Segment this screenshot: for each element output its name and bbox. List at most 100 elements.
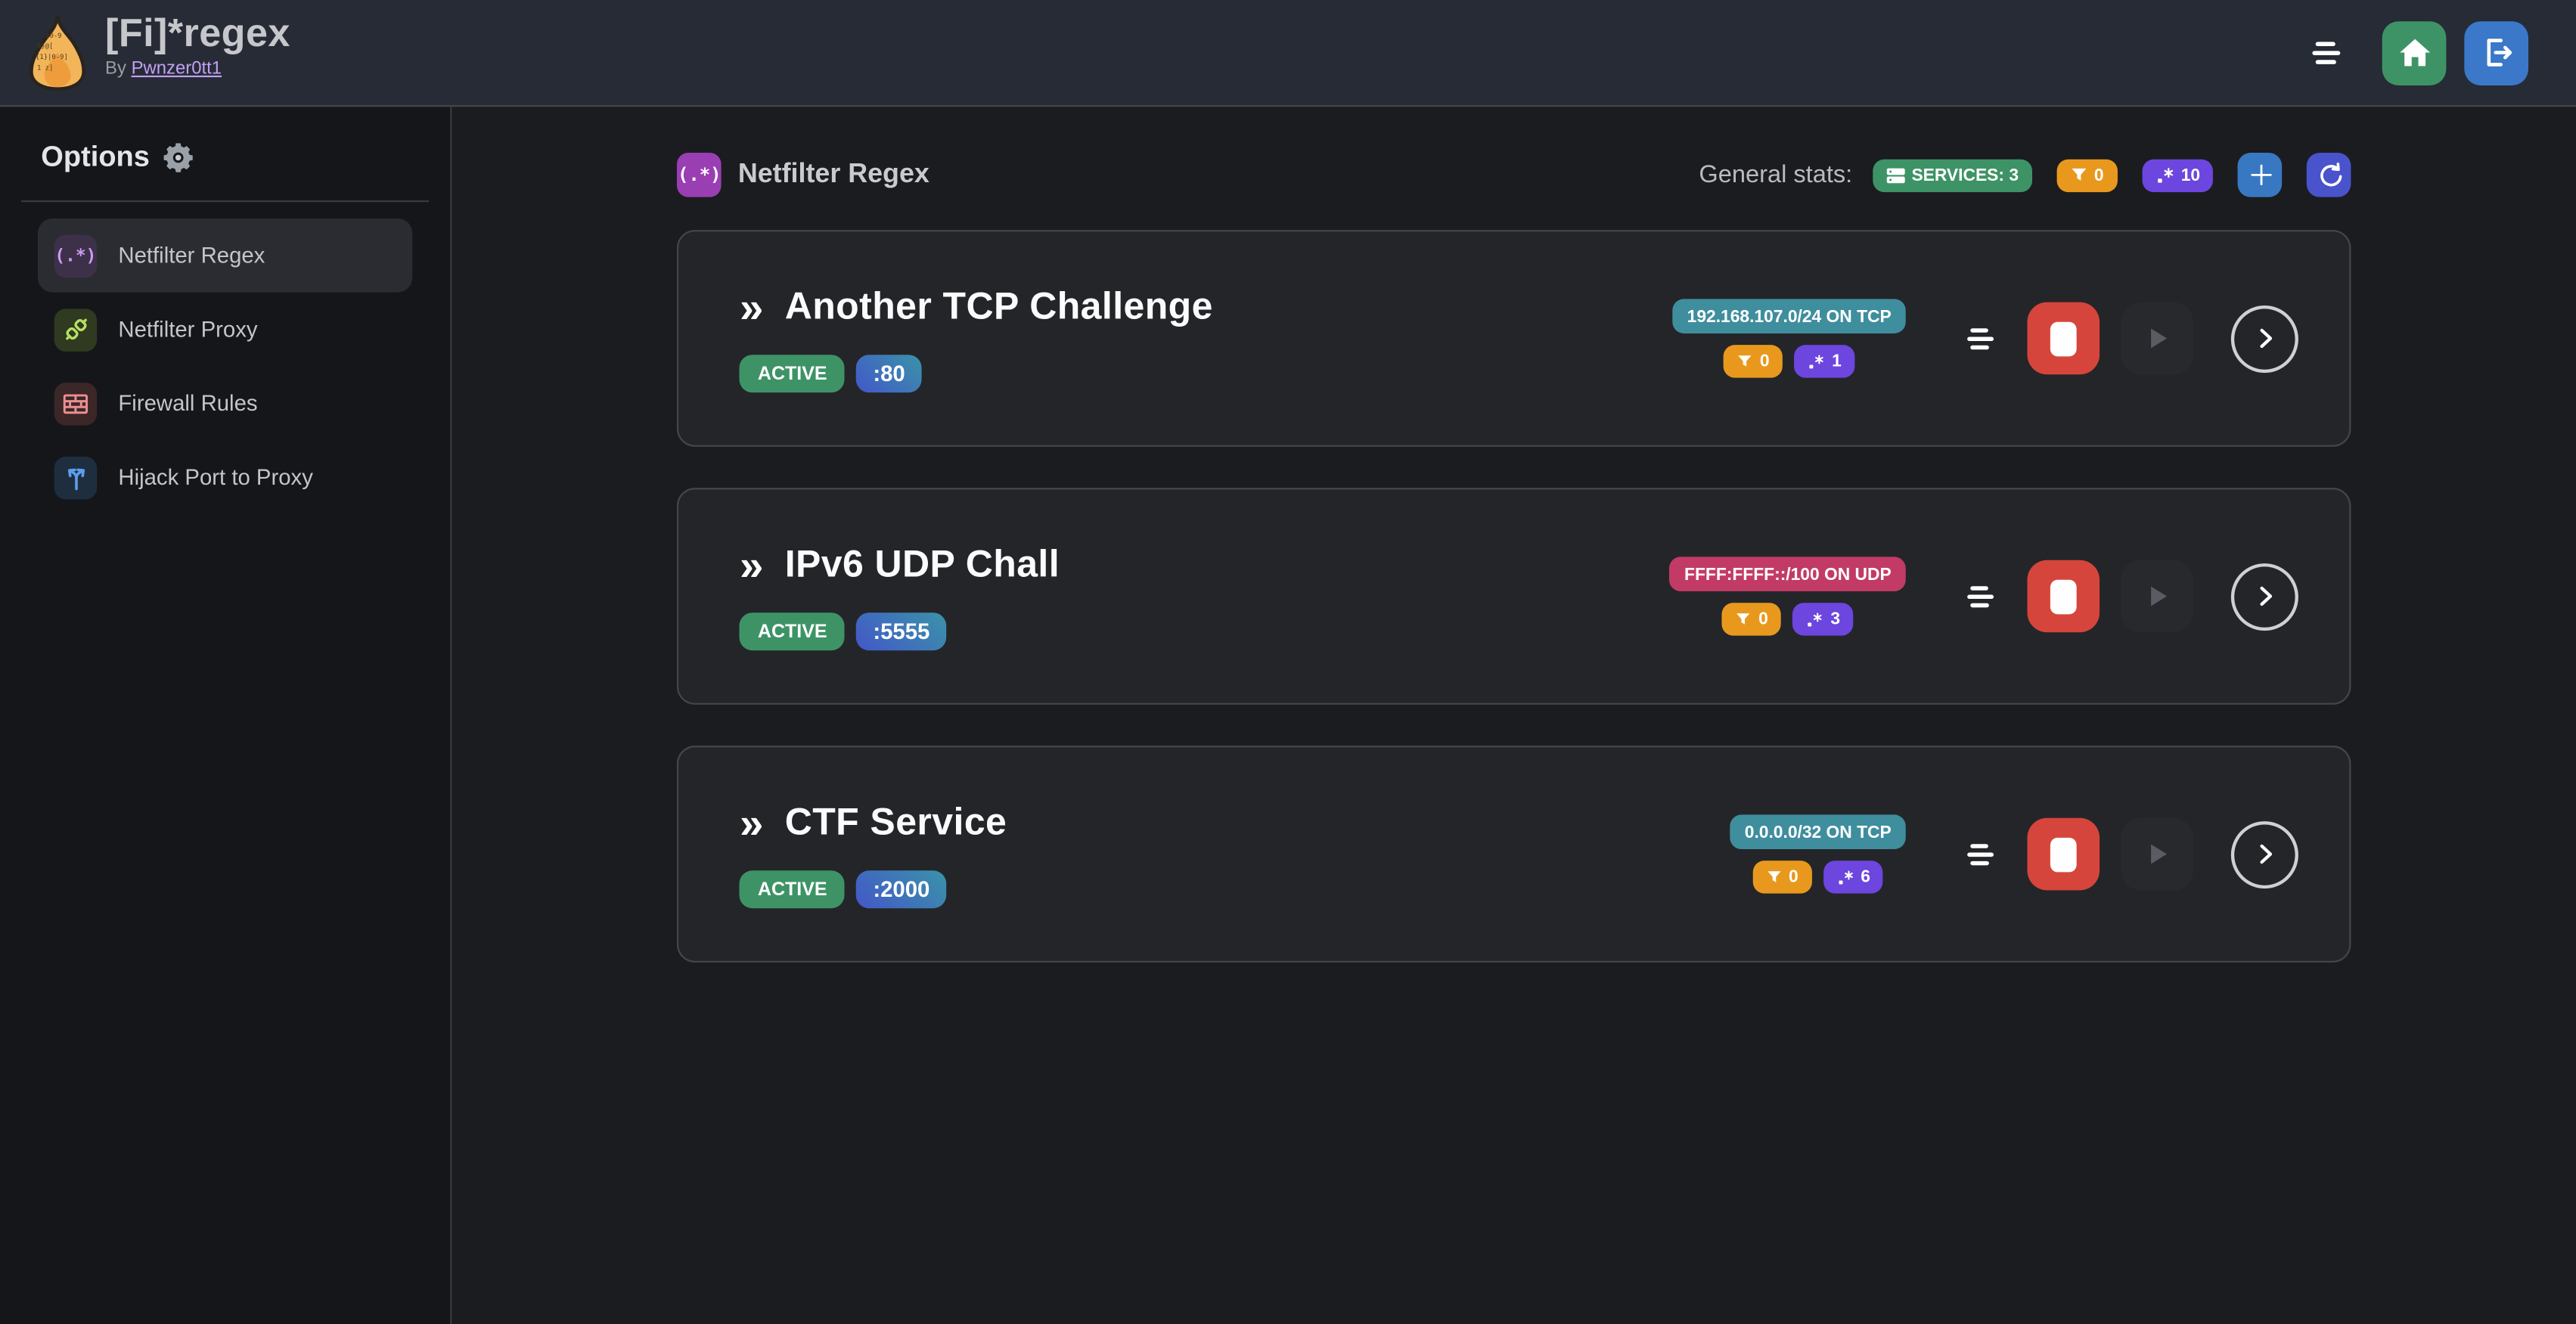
sidebar-header: Options xyxy=(0,105,450,174)
funnel-icon xyxy=(1736,613,1751,625)
stop-icon xyxy=(2050,321,2078,356)
filters-count-badge: 0 xyxy=(2056,158,2118,192)
brick-wall-icon xyxy=(54,382,98,425)
app-title: [Fi]*regex xyxy=(105,11,290,56)
services-count-badge: SERVICES: 3 xyxy=(1872,158,2032,192)
stop-icon xyxy=(2050,836,2078,872)
stop-service-button[interactable] xyxy=(2028,817,2100,891)
author-link[interactable]: Pwnzer0tt1 xyxy=(131,58,222,79)
service-card: » Another TCP Challenge ACTIVE :80 192.1… xyxy=(677,230,2351,447)
service-card-left: » CTF Service ACTIVE :2000 xyxy=(679,797,1007,909)
chevron-right-icon xyxy=(2259,844,2272,864)
byline-prefix: By xyxy=(105,58,126,79)
regex-star-icon xyxy=(1808,612,1823,626)
stop-service-button[interactable] xyxy=(2028,302,2100,375)
service-list: » Another TCP Challenge ACTIVE :80 192.1… xyxy=(677,230,2351,963)
sidebar-item-netfilter-regex[interactable]: (.*) Netfilter Regex xyxy=(37,218,413,293)
open-service-button[interactable] xyxy=(2231,820,2299,888)
sidebar-item-firewall-rules[interactable]: Firewall Rules xyxy=(38,366,412,440)
service-card-actions: 192.168.107.0/24 ON TCP 0 xyxy=(1672,299,2350,378)
sidebar-item-netfilter-proxy[interactable]: Netfilter Proxy xyxy=(38,293,412,367)
start-service-button[interactable] xyxy=(2121,817,2194,891)
sidebar-item-label: Hijack Port to Proxy xyxy=(118,464,313,490)
status-badge: ACTIVE xyxy=(740,355,846,393)
logout-button[interactable] xyxy=(2464,20,2529,85)
status-badge: ACTIVE xyxy=(740,612,846,651)
menu-icon[interactable] xyxy=(2303,30,2348,75)
service-filter-badge: 0 xyxy=(1724,345,1783,378)
service-menu-icon[interactable] xyxy=(1959,832,2003,876)
svg-text:{1}|0-9]: {1}|0-9] xyxy=(36,54,68,61)
sidebar-nav: (.*) Netfilter Regex Netfilter Proxy xyxy=(37,218,413,514)
svg-text:1 z]: 1 z] xyxy=(37,65,53,73)
sidebar-header-label: Options xyxy=(41,139,150,173)
service-stats: FFFF:FFFF::/100 ON UDP 0 xyxy=(1669,557,1907,636)
add-service-button[interactable] xyxy=(2238,153,2283,197)
double-chevron-icon: » xyxy=(740,797,764,847)
regex-icon: (.*) xyxy=(54,234,98,278)
play-icon xyxy=(2151,328,2168,349)
service-name: IPv6 UDP Chall xyxy=(784,541,1060,585)
chevron-right-icon xyxy=(2259,586,2272,606)
service-menu-icon[interactable] xyxy=(1959,316,2003,361)
service-stats: 192.168.107.0/24 ON TCP 0 xyxy=(1672,299,1907,378)
service-name: Another TCP Challenge xyxy=(784,284,1213,327)
service-regex-badge: 3 xyxy=(1792,603,1854,636)
plug-link-icon xyxy=(54,308,98,351)
port-badge: :5555 xyxy=(856,612,947,651)
service-card: » IPv6 UDP Chall ACTIVE :5555 FFFF:FFFF:… xyxy=(677,488,2351,705)
funnel-icon xyxy=(2071,168,2086,181)
refresh-button[interactable] xyxy=(2307,153,2351,197)
stop-icon xyxy=(2050,578,2078,614)
service-card: » CTF Service ACTIVE :2000 0.0.0.0/32 ON… xyxy=(677,746,2351,963)
open-service-button[interactable] xyxy=(2231,304,2299,373)
sidebar: Options (.*) Netfilter Regex xyxy=(0,105,452,1324)
regex-star-icon xyxy=(2157,166,2173,182)
section-header: (.*) Netfilter Regex General stats: SERV… xyxy=(677,153,2351,197)
logout-icon xyxy=(2486,39,2512,67)
stop-service-button[interactable] xyxy=(2028,560,2100,633)
regex-star-icon xyxy=(1838,870,1852,884)
service-card-left: » Another TCP Challenge ACTIVE :80 xyxy=(679,281,1213,393)
main-content: (.*) Netfilter Regex General stats: SERV… xyxy=(452,105,2576,1324)
page-title: Netfilter Regex xyxy=(737,159,930,189)
service-filter-badge: 0 xyxy=(1752,860,1812,894)
topbar: -z0-9 0}@[ {1}|0-9] 1 z] [Fi]*regex By P… xyxy=(0,0,2576,107)
home-button[interactable] xyxy=(2382,20,2447,85)
service-card-actions: FFFF:FFFF::/100 ON UDP 0 xyxy=(1669,557,2349,636)
app-title-block: [Fi]*regex By Pwnzer0tt1 xyxy=(105,11,290,78)
status-badge: ACTIVE xyxy=(740,870,846,909)
regex-section-icon: (.*) xyxy=(677,153,722,197)
double-chevron-icon: » xyxy=(740,281,764,331)
start-service-button[interactable] xyxy=(2121,560,2194,633)
fork-arrows-icon xyxy=(54,455,98,499)
open-service-button[interactable] xyxy=(2231,562,2299,631)
address-badge: 192.168.107.0/24 ON TCP xyxy=(1672,299,1907,333)
sidebar-divider xyxy=(21,200,429,203)
play-icon xyxy=(2151,586,2168,606)
sidebar-item-hijack-port[interactable]: Hijack Port to Proxy xyxy=(38,440,412,514)
service-card-left: » IPv6 UDP Chall ACTIVE :5555 xyxy=(679,541,1060,651)
svg-text:0}@[: 0}@[ xyxy=(37,43,53,51)
service-stats: 0.0.0.0/32 ON TCP 0 xyxy=(1730,814,1907,894)
address-badge: FFFF:FFFF::/100 ON UDP xyxy=(1669,557,1907,591)
sidebar-item-label: Netfilter Proxy xyxy=(118,317,258,342)
general-stats-label: General stats: xyxy=(1699,160,1853,189)
chevron-right-icon xyxy=(2259,328,2272,349)
address-badge: 0.0.0.0/32 ON TCP xyxy=(1730,814,1907,850)
start-service-button[interactable] xyxy=(2121,302,2194,375)
server-icon xyxy=(1885,167,1904,183)
service-name: CTF Service xyxy=(784,799,1007,843)
play-icon xyxy=(2151,844,2168,864)
plus-icon xyxy=(2251,164,2273,186)
port-badge: :2000 xyxy=(856,870,947,909)
byline: By Pwnzer0tt1 xyxy=(105,58,290,78)
funnel-icon xyxy=(1767,871,1781,882)
sidebar-item-label: Netfilter Regex xyxy=(118,243,265,268)
service-card-actions: 0.0.0.0/32 ON TCP 0 xyxy=(1730,814,2350,894)
regexes-count-badge: 10 xyxy=(2141,158,2214,192)
service-menu-icon[interactable] xyxy=(1959,574,2003,619)
service-filter-badge: 0 xyxy=(1722,603,1782,636)
funnel-icon xyxy=(1738,355,1752,367)
